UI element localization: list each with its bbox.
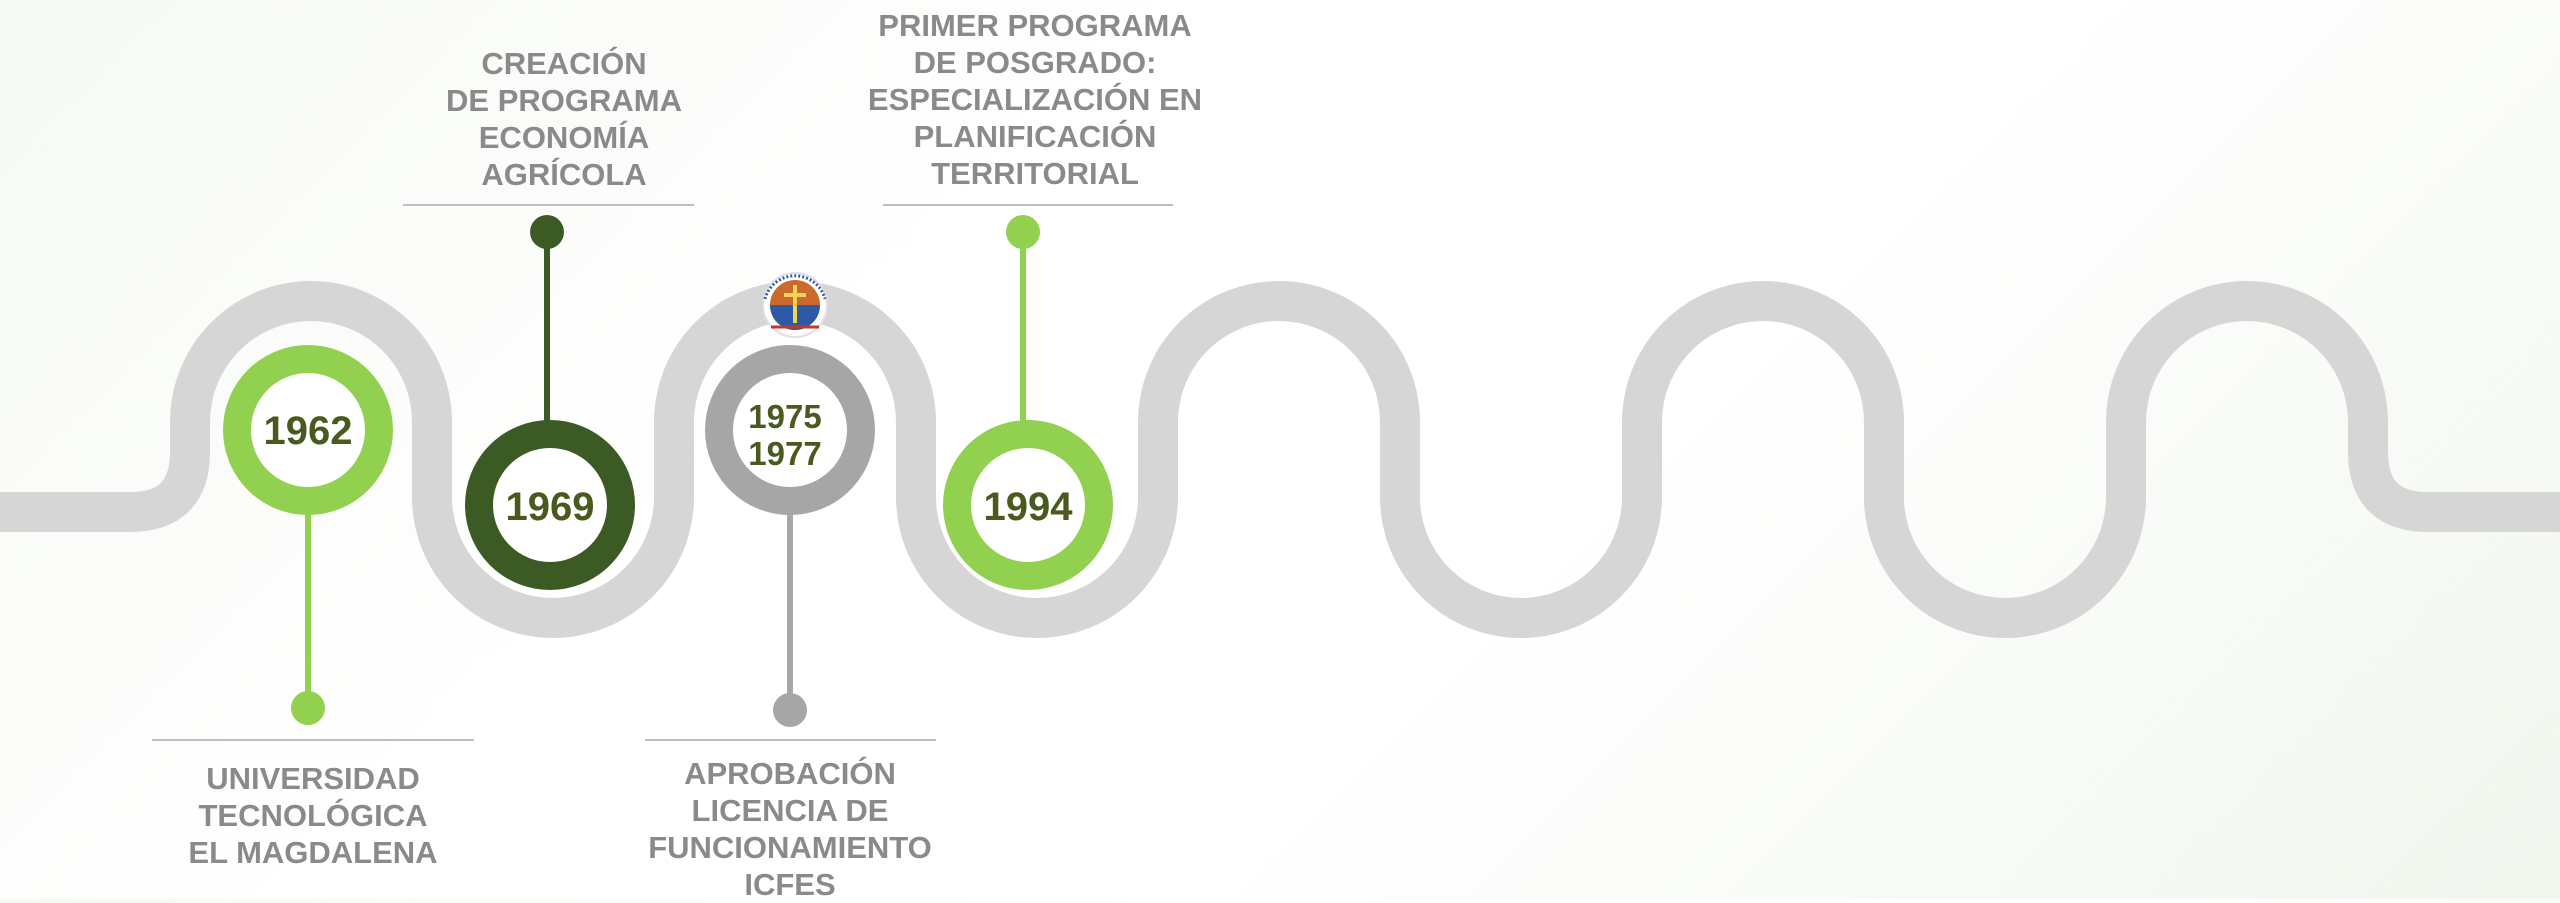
label-line: PRIMER PROGRAMA [878, 8, 1192, 43]
label-line: TERRITORIAL [931, 156, 1139, 191]
label-line: ECONOMÍA [478, 120, 650, 155]
label-line: ESPECIALIZACIÓN EN [867, 82, 1203, 117]
label-line: PLANIFICACIÓN [913, 119, 1157, 154]
milestone-label-1969: CREACIÓN DE PROGRAMA ECONOMÍA AGRÍCOLA [403, 45, 725, 193]
university-seal-logo [762, 272, 828, 338]
label-line: APROBACIÓN [684, 756, 896, 791]
milestone-label-1975: APROBACIÓN LICENCIA DE FUNCIONAMIENTO IC… [630, 755, 950, 903]
label-line: LICENCIA DE [691, 793, 889, 828]
label-line: TECNOLÓGICA [198, 798, 428, 833]
year-1962: 1962 [264, 409, 353, 453]
year-1969: 1969 [506, 485, 595, 529]
year-1977: 1977 [748, 435, 821, 472]
milestone-label-1994: PRIMER PROGRAMA DE POSGRADO: ESPECIALIZA… [855, 7, 1215, 192]
milestone-ring-1994 [943, 420, 1113, 590]
milestone-ring-1975 [705, 345, 875, 515]
label-line: CREACIÓN [481, 46, 647, 81]
pin-1962 [291, 691, 325, 725]
label-line: DE PROGRAMA [446, 83, 682, 118]
milestone-label-1962: UNIVERSIDAD TECNOLÓGICA EL MAGDALENA [152, 760, 474, 871]
year-1994: 1994 [984, 485, 1074, 529]
label-line: DE POSGRADO: [913, 45, 1157, 80]
label-line: EL MAGDALENA [188, 835, 438, 870]
milestone-ring-1962 [223, 345, 393, 515]
pin-1994 [1006, 215, 1040, 249]
pin-1969 [530, 215, 564, 249]
label-line: UNIVERSIDAD [206, 761, 420, 796]
label-line: FUNCIONAMIENTO [648, 830, 932, 865]
label-line: AGRÍCOLA [481, 157, 647, 192]
milestone-ring-1969 [465, 420, 635, 590]
timeline-road [0, 281, 2560, 638]
label-line: ICFES [744, 867, 836, 902]
year-1975: 1975 [748, 398, 821, 435]
pin-1975 [773, 693, 807, 727]
